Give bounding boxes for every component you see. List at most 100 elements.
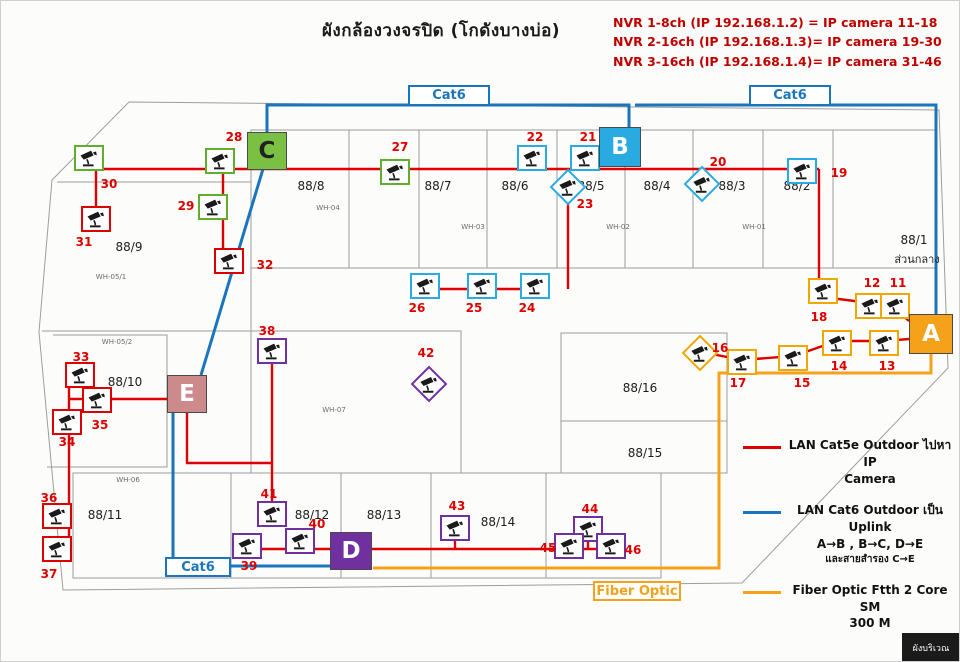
camera-18-icon-box (808, 278, 838, 304)
cctv-camera-icon (203, 198, 224, 216)
legend-text-line: LAN Cat6 Outdoor เป็น Uplink (797, 503, 943, 535)
cctv-camera-icon (262, 342, 283, 360)
camera-number-label: 31 (75, 235, 93, 249)
camera-37-icon-box (42, 536, 72, 562)
camera-32-icon-box (214, 248, 244, 274)
building-outlines (38, 101, 949, 591)
camera-14-icon-box (822, 330, 852, 356)
cable-type-label: Cat6 (749, 85, 831, 106)
camera-38-icon-box (257, 338, 287, 364)
legend-text-line: A→B , B→C, D→E (816, 536, 924, 551)
camera-number-label: 30 (100, 177, 118, 191)
cctv-camera-icon (558, 178, 579, 196)
cctv-camera-icon (601, 537, 622, 555)
camera-number-label: 14 (830, 359, 848, 373)
cctv-camera-icon (385, 163, 406, 181)
cctv-camera-icon (415, 277, 436, 295)
camera-28-icon-box (205, 148, 235, 174)
cable-type-label: Cat6 (408, 85, 490, 106)
building-label: 88/16 (622, 381, 658, 395)
camera-35-icon-box (82, 387, 112, 413)
legend-text-line: และสายสำรอง C→E (825, 553, 915, 565)
building-label: ส่วนกลาง (894, 253, 940, 266)
camera-number-label: 16 (711, 341, 729, 355)
junction-node-A: A (909, 314, 953, 354)
cctv-camera-icon (47, 507, 68, 525)
camera-25-icon-box (467, 273, 497, 299)
room-code-label: WH-05/1 (95, 273, 127, 281)
camera-number-label: 24 (518, 301, 536, 315)
camera-33-icon-box (65, 362, 95, 388)
camera-number-label: 23 (576, 197, 594, 211)
cctv-camera-icon (783, 349, 804, 367)
camera-number-label: 40 (308, 517, 326, 531)
camera-number-label: 11 (889, 276, 907, 290)
camera-number-label: 45 (539, 541, 557, 555)
building-label: 88/11 (87, 508, 123, 522)
camera-number-label: 22 (526, 130, 544, 144)
camera-20-icon-box (683, 165, 721, 203)
cctv-camera-icon (419, 375, 440, 393)
cctv-camera-icon (86, 210, 107, 228)
camera-45-icon-box (554, 533, 584, 559)
cctv-camera-icon (813, 282, 834, 300)
camera-21-icon-box (570, 145, 600, 171)
cctv-camera-icon (525, 277, 546, 295)
legend-text-line: LAN Cat5e Outdoor ไปหา IP (788, 438, 952, 469)
camera-46-icon-box (596, 533, 626, 559)
cctv-camera-icon (79, 149, 100, 167)
legend-red-line-sample (743, 446, 781, 449)
cctv-camera-icon (559, 537, 580, 555)
room-code-label: WH-07 (322, 406, 346, 414)
junction-node-B: B (599, 127, 641, 167)
camera-43-icon-box (440, 515, 470, 541)
building-label: 88/10 (107, 375, 143, 389)
cable-type-label: Fiber Optic (593, 581, 681, 601)
junction-node-D: D (330, 532, 372, 570)
room-code-label: WH-04 (316, 204, 340, 212)
blue-cable-run (265, 103, 631, 133)
camera-40-icon-box (285, 528, 315, 554)
camera-16-icon-box (681, 334, 719, 372)
camera-number-label: 20 (709, 155, 727, 169)
building-label: 88/1 (900, 233, 928, 247)
camera-number-label: 43 (448, 499, 466, 513)
cctv-camera-icon (290, 532, 311, 550)
room-code-label: WH-03 (461, 223, 485, 231)
room-code-label: WH-06 (116, 476, 140, 484)
building-label: 88/5 (577, 179, 605, 193)
camera-number-label: 26 (408, 301, 426, 315)
camera-19-icon-box (787, 158, 817, 184)
cctv-camera-icon (219, 252, 240, 270)
cctv-camera-icon (522, 149, 543, 167)
cctv-camera-icon (87, 391, 108, 409)
camera-number-label: 39 (240, 559, 258, 573)
cctv-camera-icon (445, 519, 466, 537)
cctv-camera-icon (690, 344, 711, 362)
camera-number-label: 38 (258, 324, 276, 338)
junction-node-C: C (247, 132, 287, 170)
camera-number-label: 21 (579, 130, 597, 144)
camera-number-label: 46 (624, 543, 642, 557)
building-label: 88/15 (627, 446, 663, 460)
camera-number-label: 44 (581, 502, 599, 516)
room-code-label: WH-05/2 (101, 338, 133, 346)
cctv-camera-icon (262, 505, 283, 523)
building-label: 88/7 (424, 179, 452, 193)
camera-41-icon-box (257, 501, 287, 527)
camera-22-icon-box (517, 145, 547, 171)
camera-number-label: 13 (878, 359, 896, 373)
blue-cable-run (635, 103, 938, 314)
camera-number-label: 35 (91, 418, 109, 432)
camera-23-icon-box (549, 168, 587, 206)
room-code-label: WH-02 (606, 223, 630, 231)
cctv-camera-icon (860, 297, 881, 315)
legend-blue-line-sample (743, 511, 781, 515)
camera-13-icon-box (869, 330, 899, 356)
camera-number-label: 42 (417, 346, 435, 360)
